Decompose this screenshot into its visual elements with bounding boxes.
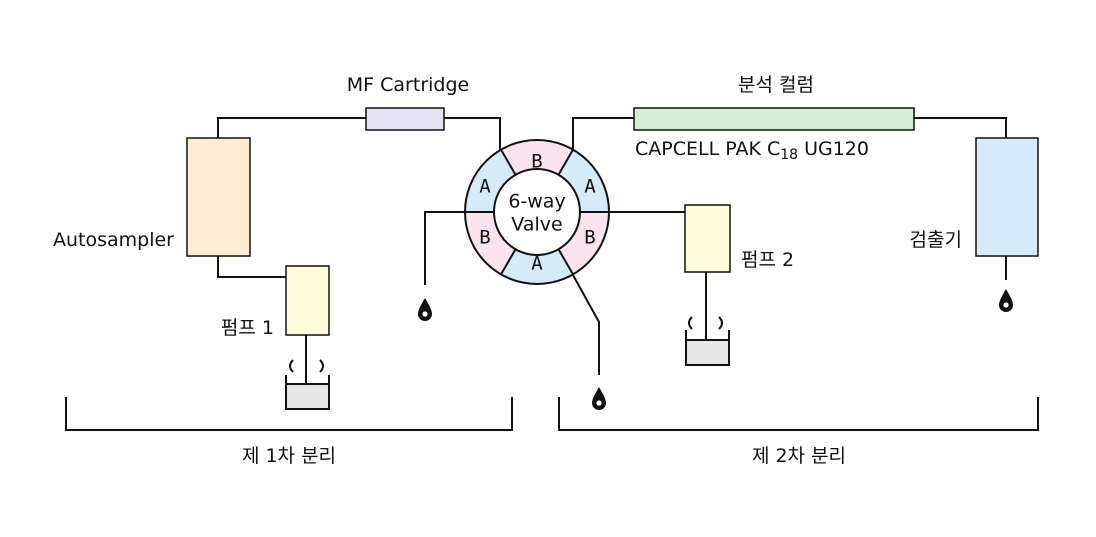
mf-cartridge [365,107,445,131]
pump-1 [285,265,330,336]
six-way-valve: B A B A B A 6-way Valve [464,139,610,285]
pump2-label: 펌프 2 [741,249,794,271]
reservoir-2 [685,316,730,366]
autosampler-label: Autosampler [53,229,174,251]
valve-segment-upper-left [465,149,516,212]
tube-autosampler-cartridge [217,117,366,138]
tube-valve-drain-left [424,211,465,285]
valve-segment-lower-left [465,212,516,275]
tube-autosampler-pump1 [217,256,286,278]
valve-port-lower-left: B [479,227,490,249]
column-name-label: CAPCELL PAK C18 UG120 [635,138,869,163]
valve-label-line2: Valve [511,214,562,236]
pump-2 [684,204,731,273]
stage1-label: 제 1차 분리 [242,445,336,467]
reservoir-1 [285,359,330,410]
tubing [217,117,1007,398]
valve-segment-bottom [501,249,573,284]
tube-column-detector [914,117,1007,138]
pump1-label: 펌프 1 [221,317,274,339]
valve-divider [557,248,574,275]
valve-divider [500,149,517,176]
column-name-suffix: UG120 [798,138,869,160]
valve-port-bottom: A [531,253,543,275]
tube-valve-drain-bottom [572,274,600,375]
solvent-1 [287,384,328,408]
stage1-bracket [65,397,513,431]
stage2-label: 제 2차 분리 [752,445,846,467]
valve-divider [557,149,574,176]
valve-divider [500,248,517,275]
analysis-column [633,107,915,131]
stage2-bracket [558,397,1039,431]
column-name-subscript: 18 [780,147,798,163]
mf-cartridge-label: MF Cartridge [347,74,469,96]
valve-segment-upper-right [558,149,609,212]
drop-icon [592,387,606,410]
column-name-main: CAPCELL PAK C [635,138,780,160]
valve-port-top: B [531,151,542,173]
tube-valve-column [572,117,634,150]
valve-port-upper-left: A [479,176,491,198]
drop-icon [418,298,432,321]
drop-icon [999,289,1013,312]
column-title-label: 분석 컬럼 [738,74,814,96]
tube-cartridge-valve [444,117,501,150]
valve-segment-lower-right [558,212,609,275]
valve-label-line1: 6-way [508,191,565,213]
detector [975,137,1039,257]
detector-label: 검출기 [910,229,962,251]
autosampler [186,137,251,257]
valve-port-upper-right: A [584,176,596,198]
solvent-2 [687,340,728,364]
valve-port-lower-right: B [584,227,595,249]
valve-segment-top [501,139,573,175]
